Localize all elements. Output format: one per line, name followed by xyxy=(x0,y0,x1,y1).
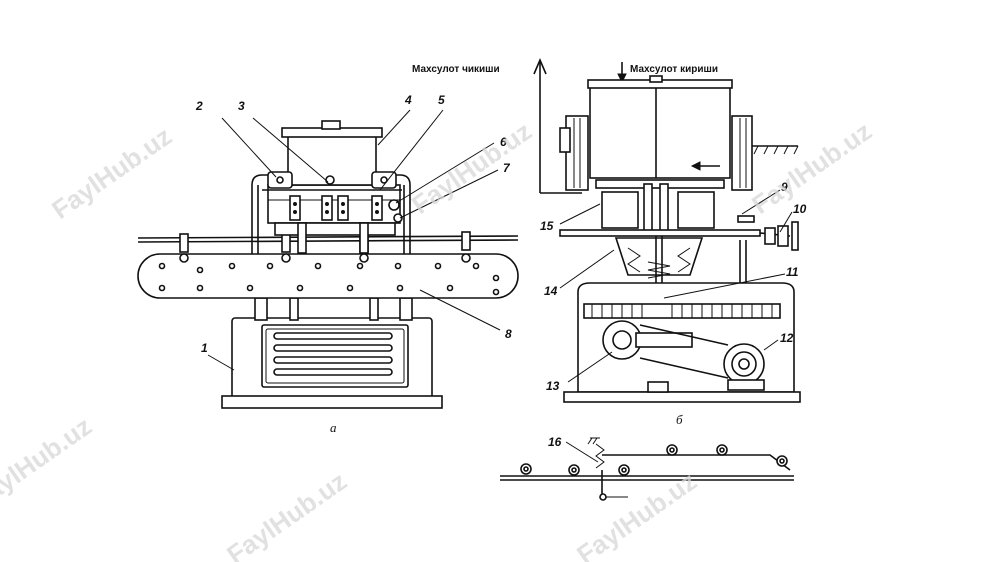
label-10: 10 xyxy=(793,202,807,216)
part-labels: 1 2 3 4 5 6 7 8 9 10 11 12 13 14 15 16 xyxy=(195,93,807,449)
handwheel-10 xyxy=(791,221,799,251)
label-14: 14 xyxy=(544,284,558,298)
platform xyxy=(559,229,761,237)
watermark-4: FaylHub.uz xyxy=(0,411,97,515)
guide-left xyxy=(565,115,589,191)
drum xyxy=(589,83,731,179)
label-7: 7 xyxy=(503,161,511,175)
center-bolt xyxy=(325,175,335,185)
input-caption: Махсулот кириши xyxy=(630,64,718,75)
base-plate xyxy=(221,395,443,409)
valve-7 xyxy=(393,213,403,223)
label-5: 5 xyxy=(438,93,445,107)
louvre-slats xyxy=(273,332,393,376)
mould-pins xyxy=(289,195,383,221)
label-4: 4 xyxy=(404,93,412,107)
leader-lines-a xyxy=(207,109,501,371)
label-2: 2 xyxy=(195,99,203,113)
label-6: 6 xyxy=(500,135,507,149)
subfigure-b-label: б xyxy=(676,412,683,427)
watermark-5: FaylHub.uz xyxy=(221,466,352,562)
belt-holes xyxy=(158,262,500,296)
louvre-panel xyxy=(261,324,409,388)
label-12: 12 xyxy=(780,331,794,345)
label-13: 13 xyxy=(546,379,560,393)
output-caption: Махсулот чикиши xyxy=(412,64,500,75)
watermark-1: FaylHub.uz xyxy=(46,121,177,225)
label-3: 3 xyxy=(238,99,245,113)
front-view-a xyxy=(137,109,519,409)
label-16: 16 xyxy=(548,435,562,449)
label-8: 8 xyxy=(505,327,512,341)
subfigure-a-label: а xyxy=(330,420,337,435)
rollers xyxy=(520,444,788,476)
label-9: 9 xyxy=(781,180,788,194)
section-view-b xyxy=(500,57,801,501)
base-plate-b xyxy=(563,391,801,403)
conveyor-belt xyxy=(137,253,519,299)
watermark-3: FaylHub.uz xyxy=(746,116,877,220)
label-15: 15 xyxy=(540,219,554,233)
guide-right xyxy=(731,115,753,191)
leader-lines-b xyxy=(559,189,793,463)
label-1: 1 xyxy=(201,341,208,355)
label-11: 11 xyxy=(786,265,799,279)
